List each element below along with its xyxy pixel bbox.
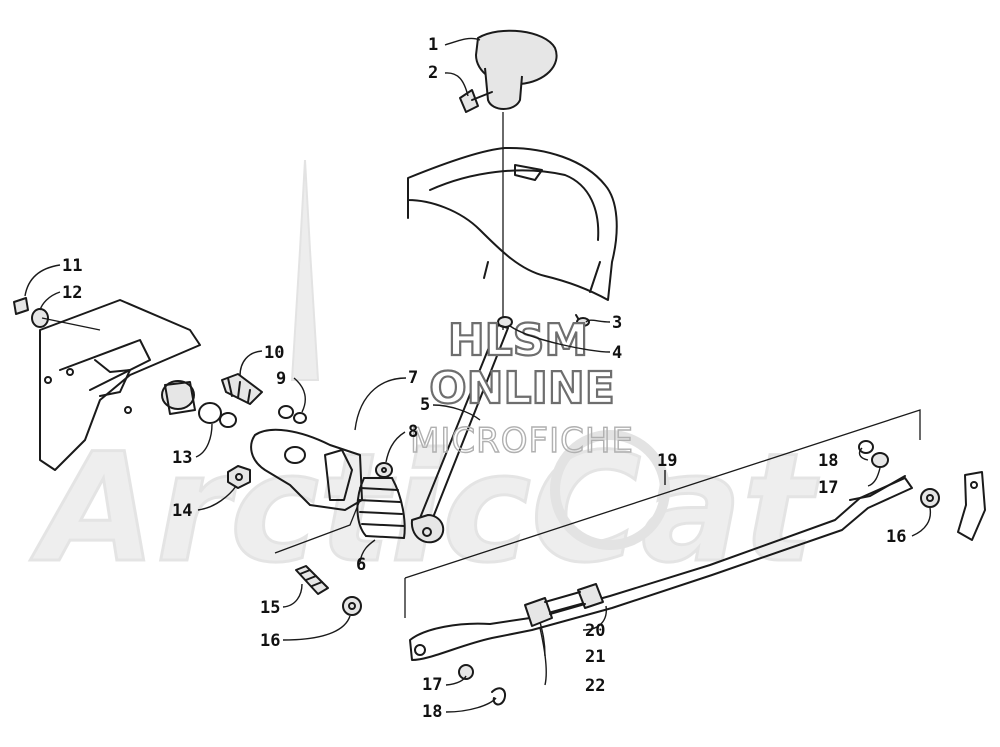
part-16-washer-lower bbox=[342, 596, 362, 616]
callout-6: 6 bbox=[356, 555, 366, 575]
part-17-18-lower-hardware bbox=[458, 664, 506, 706]
callout-9: 9 bbox=[276, 369, 286, 389]
leader-lines bbox=[24, 37, 932, 713]
callout-5: 5 bbox=[420, 395, 430, 415]
callout-1: 1 bbox=[428, 35, 438, 55]
part-7-pivot-bracket bbox=[250, 428, 363, 511]
part-9-orings bbox=[278, 405, 307, 424]
callout-17-upper: 17 bbox=[818, 478, 838, 498]
callout-20: 20 bbox=[585, 621, 605, 641]
mounting-frame bbox=[39, 299, 201, 471]
part-15-stud bbox=[295, 565, 329, 595]
callout-4: 4 bbox=[612, 343, 622, 363]
watermark-line-1: HLSM bbox=[448, 315, 588, 366]
part-17-18-upper-hardware bbox=[858, 440, 940, 508]
part-21-22-adjuster bbox=[524, 583, 604, 627]
wheel-watermark bbox=[550, 430, 670, 550]
hlsm-watermark: HLSM ONLINE MICROFICHE bbox=[409, 314, 634, 462]
part-19-shift-rod bbox=[409, 475, 913, 661]
watermark-line-2: ONLINE bbox=[429, 363, 615, 414]
callout-15: 15 bbox=[260, 598, 280, 618]
callout-labels: 1 2 3 4 5 6 7 8 9 10 11 12 13 14 15 16 1… bbox=[62, 35, 906, 722]
callout-10: 10 bbox=[264, 343, 284, 363]
part-3-rivet bbox=[575, 314, 590, 327]
callout-16-lower: 16 bbox=[260, 631, 280, 651]
callout-19: 19 bbox=[657, 451, 677, 471]
callout-17-lower: 17 bbox=[422, 675, 442, 695]
spire-watermark bbox=[290, 159, 320, 381]
part-12-washer bbox=[31, 308, 49, 328]
part-2-screw bbox=[459, 89, 493, 113]
callout-3: 3 bbox=[612, 313, 622, 333]
part-13-orings bbox=[198, 402, 237, 428]
pivot-housing bbox=[161, 380, 196, 415]
right-bellcrank bbox=[957, 471, 986, 541]
shift-gate-cover bbox=[407, 146, 618, 301]
callout-18-lower: 18 bbox=[422, 702, 442, 722]
part-5-shift-lever bbox=[410, 324, 509, 544]
assembly-bracket-lines bbox=[41, 317, 921, 618]
callout-8: 8 bbox=[408, 422, 418, 442]
callout-2: 2 bbox=[428, 63, 438, 83]
part-10-bushing bbox=[221, 373, 263, 405]
callout-7: 7 bbox=[408, 368, 418, 388]
callout-16-upper: 16 bbox=[886, 527, 906, 547]
watermark-line-3: MICROFICHE bbox=[410, 421, 634, 461]
part-14-nut bbox=[227, 465, 251, 489]
callout-12: 12 bbox=[62, 283, 82, 303]
callout-13: 13 bbox=[172, 448, 192, 468]
part-1-knob bbox=[475, 29, 558, 110]
callout-22: 22 bbox=[585, 676, 605, 696]
callout-21: 21 bbox=[585, 647, 605, 667]
part-8-washer bbox=[375, 462, 393, 478]
callout-11: 11 bbox=[62, 256, 82, 276]
part-11-screw bbox=[13, 297, 29, 315]
callout-14: 14 bbox=[172, 501, 192, 521]
callout-18-upper: 18 bbox=[818, 451, 838, 471]
